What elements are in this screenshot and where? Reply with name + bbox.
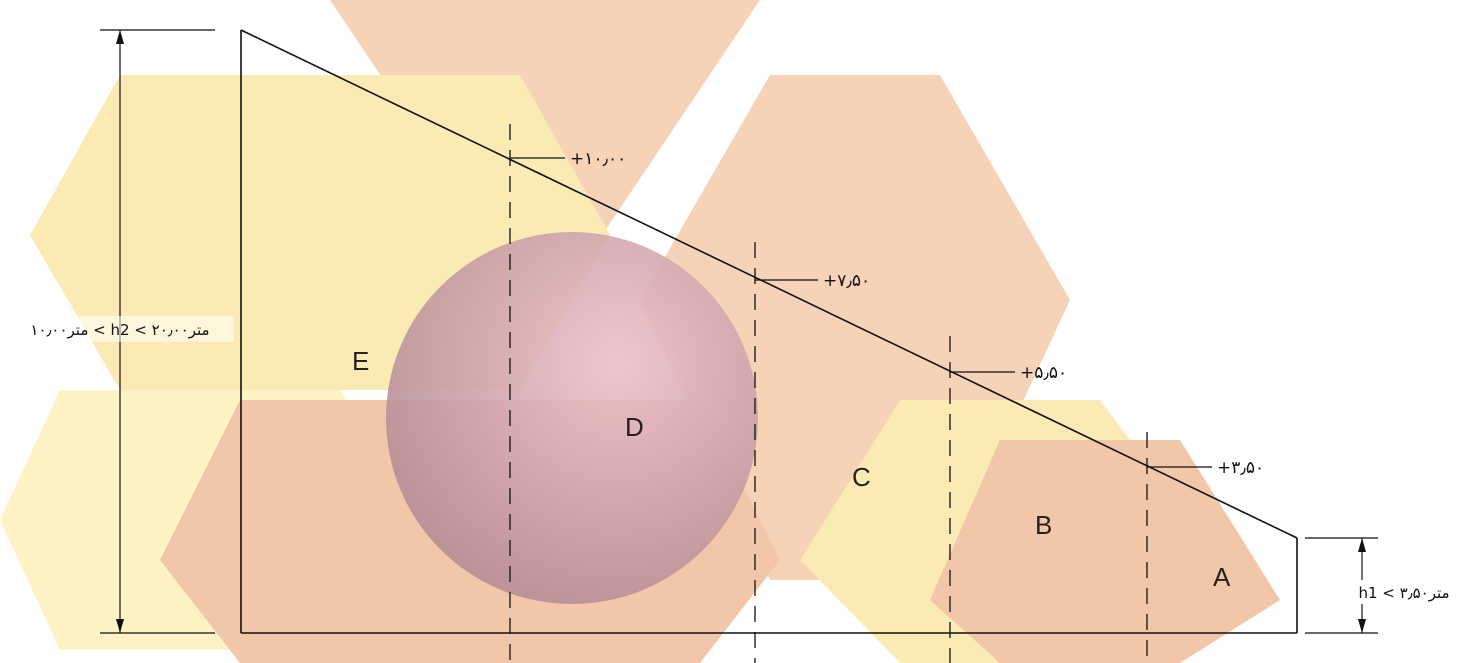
zone-label-a: A (1213, 562, 1231, 592)
h1-label-backdrop (1344, 580, 1464, 604)
elevation-label-a: +۳٫۵۰ (1217, 458, 1264, 478)
sphere-watermark (386, 232, 758, 604)
elevation-label-b: +۵٫۵۰ (1020, 363, 1067, 383)
h1-arrow-top-icon (1358, 538, 1366, 552)
h2-label-backdrop (6, 316, 234, 342)
sloped-roof-line (240, 29, 1298, 539)
elevation-leaders (510, 157, 1212, 468)
h1-limit-label: h1 < ۳٫۵۰متر (1358, 584, 1449, 602)
h2-range-label: ۱۰٫۰۰متر < h2 < ۲۰٫۰۰متر (30, 321, 209, 339)
h2-arrow-bottom-icon (116, 619, 124, 633)
zone-label-e: E (352, 346, 369, 376)
bg-shape-right-rose (930, 440, 1280, 663)
zone-dividers (509, 124, 1148, 663)
zone-label-d: D (625, 412, 644, 442)
zone-label-c: C (852, 462, 871, 492)
h1-arrow-bottom-icon (1358, 619, 1366, 633)
zone-label-b: B (1035, 510, 1052, 540)
building-outline (240, 29, 1298, 634)
elevation-label-d: +۱۰٫۰۰ (570, 149, 626, 169)
h2-arrow-top-icon (116, 30, 124, 44)
elevation-label-c: +۷٫۵۰ (823, 271, 870, 291)
